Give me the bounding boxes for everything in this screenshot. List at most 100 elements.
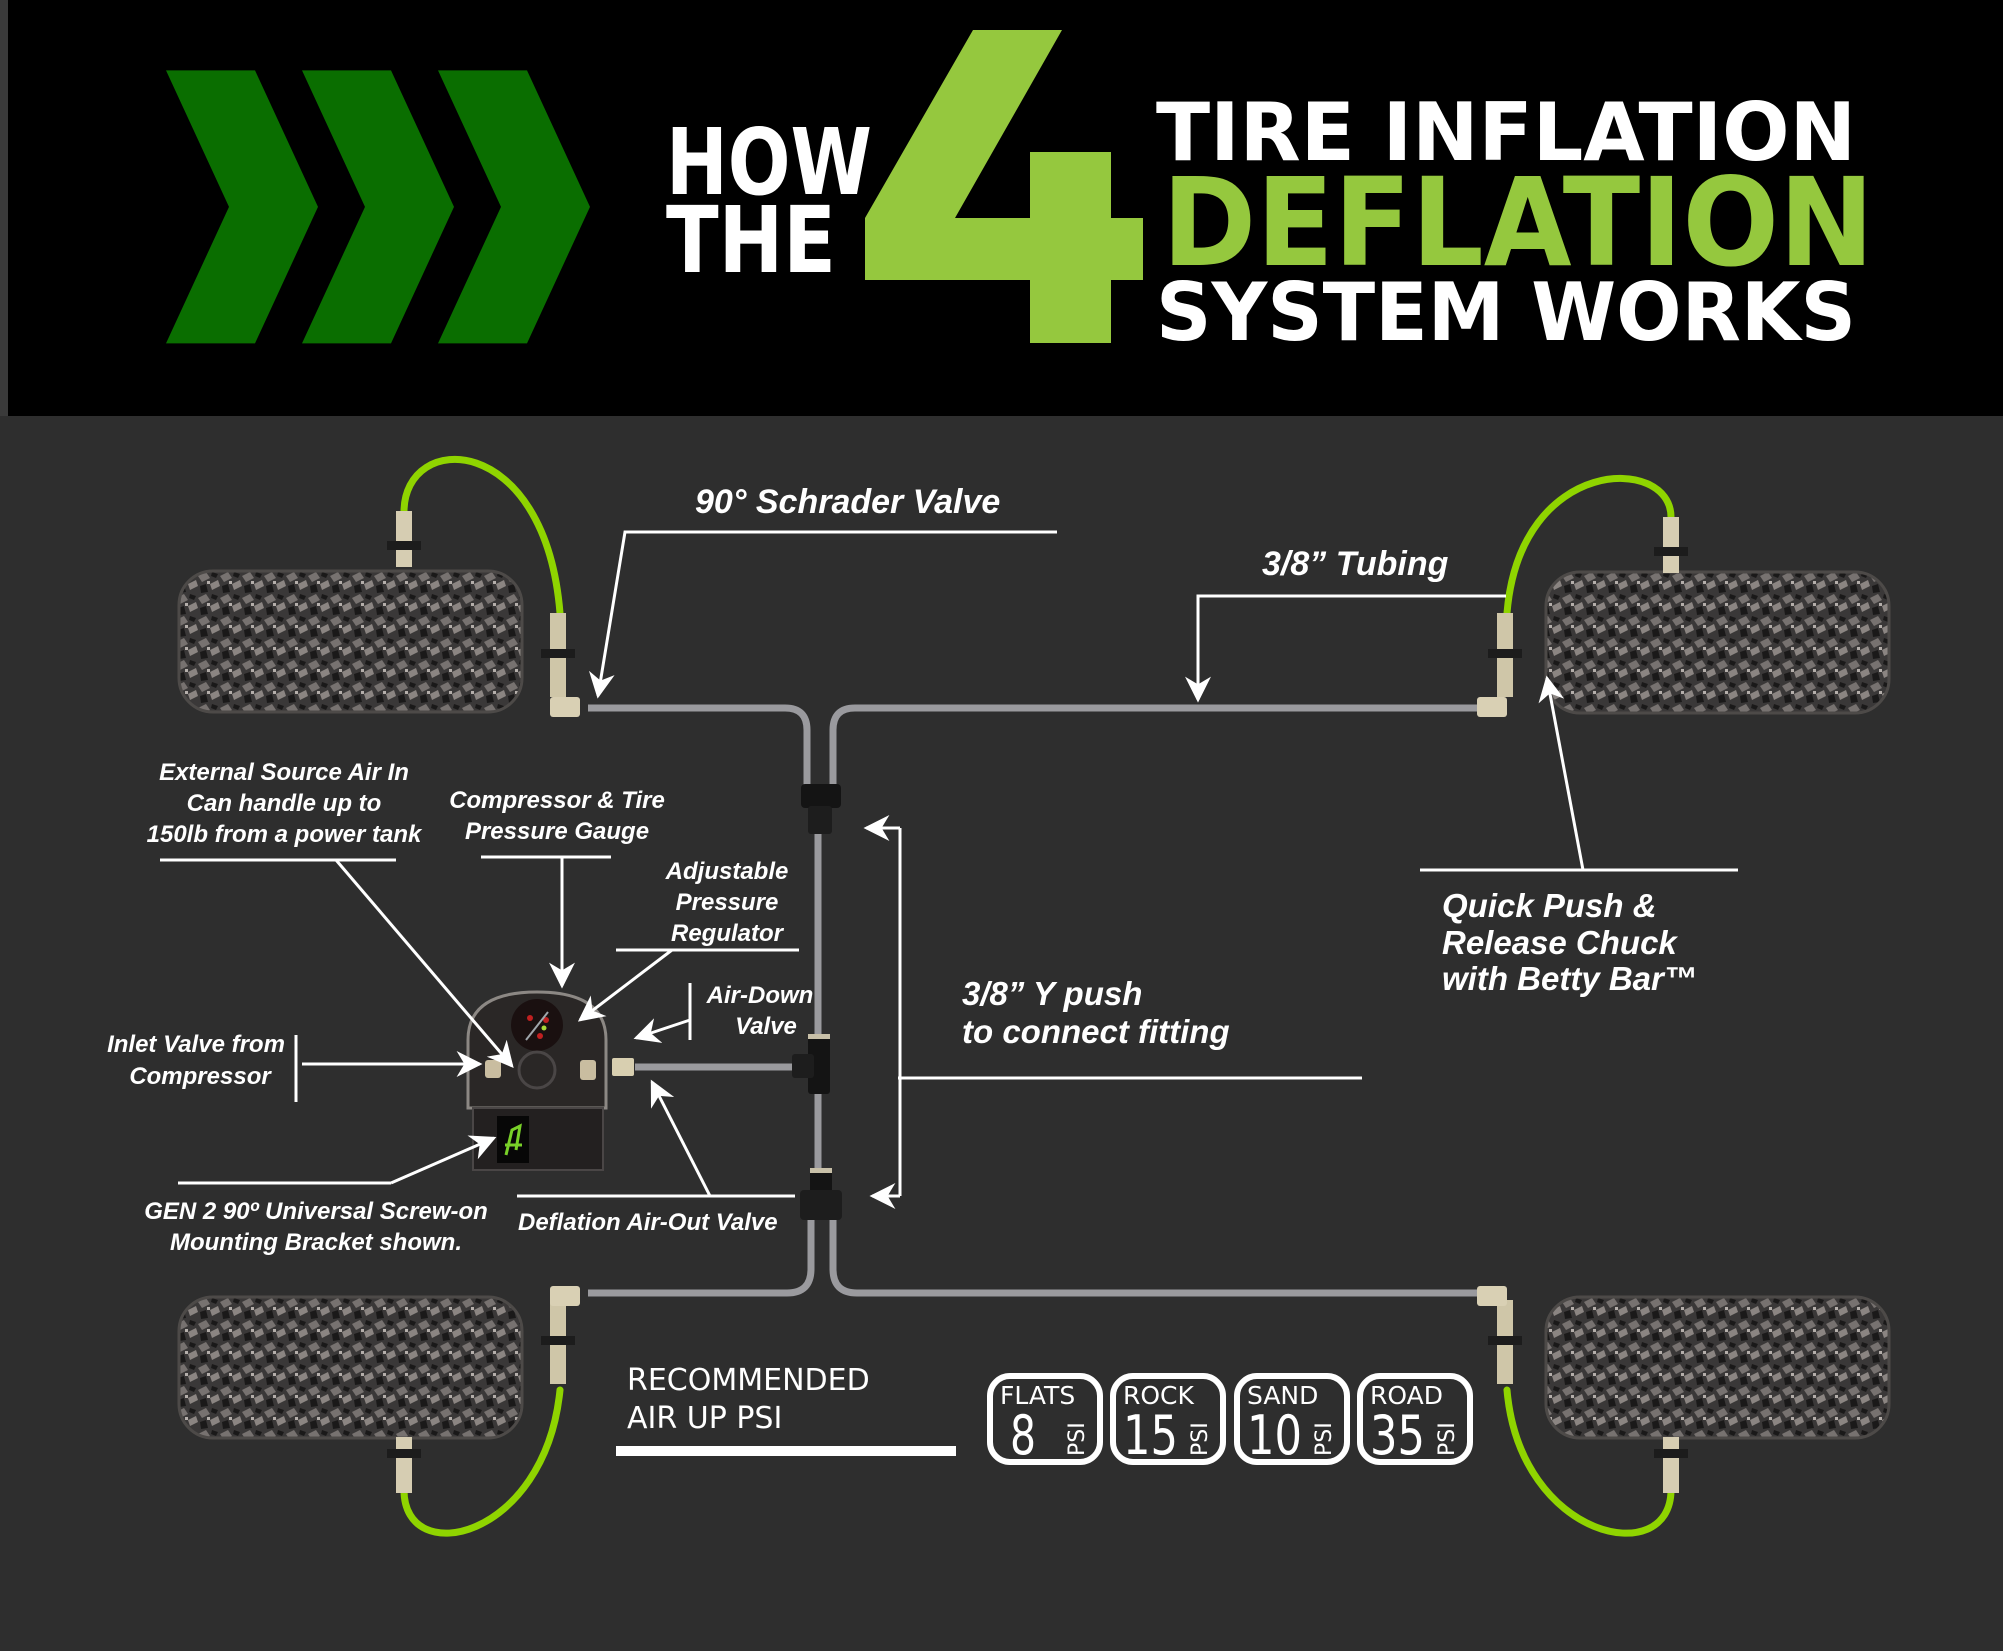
label-y-push-line2: to connect fitting <box>962 1013 1230 1050</box>
label-external-line1: External Source Air In <box>159 759 409 786</box>
tube-rear-right <box>829 1220 1482 1297</box>
label-quick-push: Quick Push & Release Chuck with Betty Ba… <box>1442 887 1697 997</box>
t-fitting-middle <box>792 1034 830 1094</box>
deflation-outlet-fitting <box>612 1058 634 1076</box>
tire-front-right <box>1477 475 1891 717</box>
schrader-elbow-fitting <box>550 697 580 717</box>
label-y-push-line1: 3/8” Y push <box>962 975 1142 1012</box>
tires-group <box>177 456 1891 1537</box>
label-tubing: 3/8” Tubing <box>1262 545 1449 583</box>
badge-psi-value: 10 <box>1247 1404 1302 1467</box>
badge-terrain-label: ROAD <box>1370 1381 1443 1410</box>
label-gauge-line2: Pressure Gauge <box>465 818 649 845</box>
tire-valve-stem <box>1663 517 1679 573</box>
leader-schrader <box>588 530 1057 699</box>
tire-icon <box>1544 1295 1891 1440</box>
label-regulator-line3: Regulator <box>671 920 785 947</box>
green-hose <box>1503 475 1675 617</box>
schrader-elbow-fitting <box>1477 697 1507 717</box>
label-bracket-line1: GEN 2 90º Universal Screw-on <box>144 1198 488 1225</box>
callout-lines <box>160 530 1738 1209</box>
recommended-title-line1: RECOMMENDED <box>627 1363 870 1398</box>
chevron-arrows-icon <box>166 70 590 344</box>
badge-terrain-label: SAND <box>1247 1381 1318 1410</box>
title-the: THE <box>666 187 836 294</box>
label-air-down-line2: Valve <box>735 1013 797 1040</box>
tire-front-left <box>177 456 580 717</box>
regulator-unit <box>466 990 634 1171</box>
leader-quick-push <box>1538 675 1585 871</box>
header-banner: HOW THE TIRE INFLATION DEFLATION SYSTEM … <box>0 0 2003 416</box>
label-deflation-valve: Deflation Air-Out Valve <box>518 1209 778 1236</box>
badge-psi-unit: PSI <box>1312 1422 1337 1456</box>
schrader-elbow-fitting <box>550 1286 580 1306</box>
leader-regulator <box>577 948 673 1022</box>
tire-valve-stem <box>396 1437 412 1493</box>
tube-front-right <box>829 704 1482 790</box>
label-external-line2: Can handle up to <box>187 790 382 817</box>
badge-psi-value: 35 <box>1370 1404 1425 1467</box>
regulator-knob-icon <box>517 1050 557 1090</box>
air-down-valve-fitting <box>580 1060 596 1080</box>
tube-rear-left <box>588 1220 815 1297</box>
leader-air-down <box>633 1018 691 1043</box>
label-inlet-valve: Inlet Valve from Compressor <box>107 1031 285 1090</box>
title-how: HOW <box>666 109 872 216</box>
schrader-elbow-fitting <box>1477 1286 1507 1306</box>
badge-psi-unit: PSI <box>1065 1422 1090 1456</box>
label-quick-push-line3: with Betty Bar™ <box>1442 960 1697 997</box>
title-system-works: SYSTEM WORKS <box>1156 266 1856 359</box>
label-schrader-valve: 90° Schrader Valve <box>695 483 1000 521</box>
badge-psi-value: 8 <box>1010 1404 1036 1467</box>
inlet-valve-fitting <box>485 1060 501 1078</box>
label-external-line3: 150lb from a power tank <box>147 821 423 848</box>
chevron-icon <box>302 70 454 344</box>
tire-rear-right <box>1477 1286 1891 1537</box>
badge-psi-unit: PSI <box>1435 1422 1460 1456</box>
tubing-network <box>588 704 1482 1297</box>
chevron-icon <box>166 70 318 344</box>
chevron-icon <box>438 70 590 344</box>
label-external-source: External Source Air In Can handle up to … <box>147 759 423 848</box>
title-big-four <box>865 30 1143 343</box>
badge-psi-value: 15 <box>1123 1404 1178 1467</box>
label-quick-push-line1: Quick Push & <box>1442 887 1657 924</box>
label-inlet-line1: Inlet Valve from <box>107 1031 285 1058</box>
tire-icon <box>177 1295 524 1440</box>
tire-valve-stem <box>1663 1437 1679 1493</box>
tire-icon <box>177 569 524 714</box>
y-fitting-top <box>801 784 841 834</box>
label-regulator-line1: Adjustable <box>665 858 789 885</box>
label-air-down: Air-Down Valve <box>706 982 814 1040</box>
callout-labels: 90° Schrader Valve 3/8” Tubing Quick Pus… <box>107 483 1697 1256</box>
tire-valve-stem <box>396 511 412 567</box>
tire-rear-left <box>177 1286 580 1537</box>
green-hose <box>400 456 564 617</box>
leader-tubing <box>1185 594 1506 703</box>
label-quick-push-line2: Release Chuck <box>1442 924 1678 961</box>
label-compressor-gauge: Compressor & Tire Pressure Gauge <box>449 787 665 845</box>
badge-psi-unit: PSI <box>1188 1422 1213 1456</box>
green-hose <box>1503 1386 1675 1537</box>
tube-front-left <box>588 704 811 790</box>
leader-bracket <box>390 1135 497 1185</box>
bracket-logo-icon <box>497 1116 529 1163</box>
label-air-down-line1: Air-Down <box>706 982 814 1009</box>
label-bracket-line2: Mounting Bracket shown. <box>170 1229 462 1256</box>
y-fitting-bottom <box>800 1168 842 1220</box>
title-deflation: DEFLATION <box>1162 152 1874 294</box>
header-left-border <box>0 0 8 416</box>
green-hose <box>400 1386 564 1537</box>
tire-icon <box>1544 570 1891 715</box>
label-inlet-line2: Compressor <box>129 1063 272 1090</box>
leader-deflation <box>650 1079 712 1197</box>
label-y-push: 3/8” Y push to connect fitting <box>962 975 1230 1050</box>
recommended-underline <box>616 1446 956 1456</box>
label-gauge-line1: Compressor & Tire <box>449 787 665 814</box>
title-tire-inflation: TIRE INFLATION <box>1156 86 1856 179</box>
